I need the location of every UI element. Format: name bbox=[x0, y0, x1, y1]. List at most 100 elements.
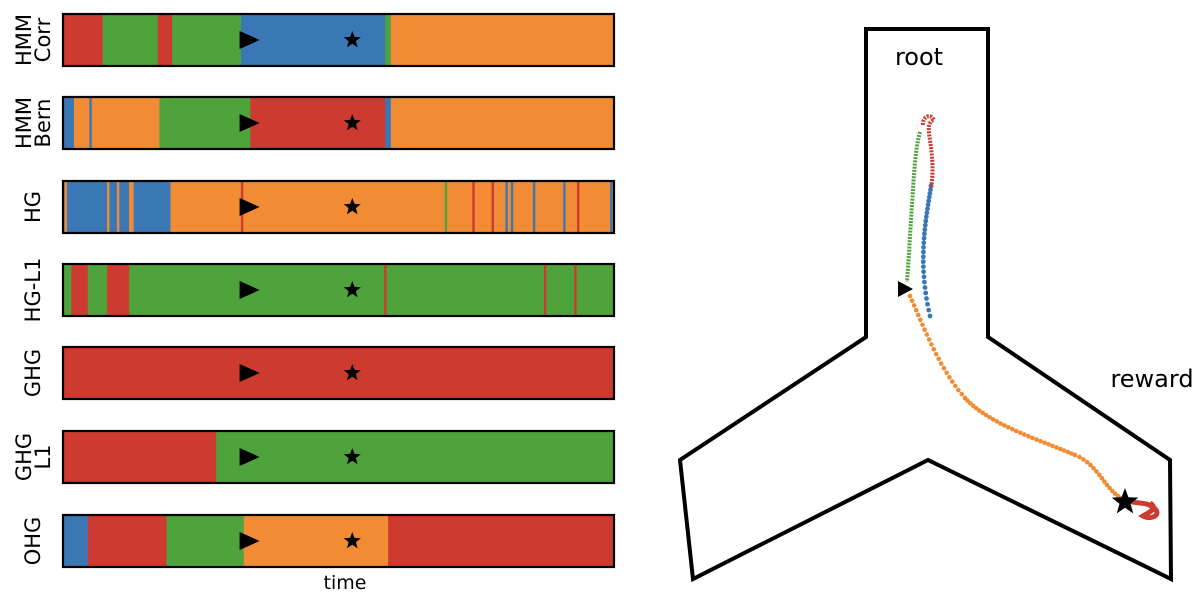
row-label: OHG bbox=[21, 517, 45, 566]
timeline-row-frame bbox=[61, 179, 616, 235]
triangle-marker bbox=[239, 198, 260, 216]
state-segment bbox=[390, 14, 615, 66]
trajectory-point bbox=[913, 307, 919, 313]
trajectory-point bbox=[926, 198, 932, 204]
trajectory-point bbox=[931, 347, 937, 352]
trajectory-point bbox=[918, 317, 923, 323]
state-tick bbox=[543, 264, 547, 316]
trajectory-point bbox=[922, 231, 927, 237]
trajectory-point bbox=[920, 259, 926, 265]
trajectory-blue-dots bbox=[920, 183, 934, 319]
star-marker bbox=[343, 364, 361, 381]
trajectory-point bbox=[1010, 426, 1015, 432]
time-axis-label: time bbox=[324, 572, 367, 594]
trajectory-point bbox=[1097, 472, 1102, 478]
triangle-marker bbox=[239, 364, 260, 382]
state-segment bbox=[157, 14, 173, 66]
reward-label: reward bbox=[1110, 365, 1193, 393]
row-label: Bern bbox=[31, 99, 55, 148]
state-segment bbox=[74, 97, 161, 149]
trajectory-point bbox=[1058, 446, 1063, 452]
state-tick bbox=[532, 181, 536, 233]
timeline-row: OHG bbox=[21, 513, 616, 569]
trajectory-point bbox=[950, 379, 955, 384]
trajectory-point bbox=[924, 332, 930, 337]
timeline-row: HG-L1 bbox=[21, 258, 616, 322]
trajectory-point bbox=[923, 290, 929, 296]
trajectory-point bbox=[1002, 423, 1007, 428]
state-segment bbox=[385, 14, 392, 66]
trajectory-point bbox=[921, 274, 927, 280]
trajectory-point bbox=[977, 408, 982, 413]
state-segment bbox=[166, 515, 245, 567]
state-tick bbox=[444, 181, 448, 233]
trajectory-point bbox=[941, 365, 947, 371]
root-label: root bbox=[895, 43, 943, 71]
trajectory-point bbox=[1042, 440, 1047, 446]
y-maze-panel: root reward bbox=[677, 27, 1194, 583]
trajectory-point bbox=[936, 356, 941, 362]
state-tick bbox=[472, 181, 475, 233]
timeline-row-frame bbox=[61, 12, 616, 68]
trajectory-point bbox=[1026, 433, 1031, 439]
trajectory-point bbox=[1102, 479, 1107, 484]
trajectory-point bbox=[959, 391, 964, 397]
trajectory-point bbox=[1115, 493, 1121, 499]
trajectory-point bbox=[953, 383, 958, 389]
row-label: Corr bbox=[31, 17, 55, 62]
trajectory-point bbox=[990, 417, 996, 422]
trajectory-point bbox=[924, 296, 929, 301]
trajectory-point bbox=[973, 405, 979, 411]
trajectory-point bbox=[1061, 448, 1067, 453]
trajectory-point bbox=[927, 313, 933, 319]
state-segment bbox=[170, 181, 615, 233]
trajectory-point bbox=[927, 191, 933, 196]
trajectory-point bbox=[921, 235, 927, 241]
trajectory-point bbox=[921, 244, 926, 250]
timeline-row-frame bbox=[61, 95, 616, 151]
row-label: HMM bbox=[12, 14, 36, 66]
trajectory-point bbox=[938, 361, 944, 366]
star-marker bbox=[343, 281, 361, 298]
trajectory-orange-dots bbox=[907, 293, 1128, 503]
trajectory-point bbox=[1072, 452, 1078, 458]
trajectory-red-path-reward bbox=[1124, 497, 1160, 521]
trajectory-point bbox=[1034, 437, 1039, 442]
row-label: L1 bbox=[31, 444, 55, 469]
state-segment bbox=[63, 264, 72, 316]
star-marker bbox=[343, 448, 361, 465]
trajectory-point bbox=[920, 254, 926, 260]
triangle-marker bbox=[239, 448, 260, 466]
state-tick bbox=[384, 264, 387, 316]
state-segment bbox=[63, 431, 217, 483]
start-triangle-marker bbox=[898, 281, 913, 297]
state-tick bbox=[116, 181, 120, 233]
trajectory-point bbox=[1050, 443, 1055, 449]
trajectory-point bbox=[911, 303, 917, 308]
trajectory-point bbox=[1065, 449, 1071, 455]
star-marker bbox=[343, 31, 361, 48]
trajectory-point bbox=[929, 342, 934, 347]
trajectory-point bbox=[928, 187, 933, 193]
state-tick bbox=[576, 181, 580, 233]
state-tick bbox=[64, 181, 67, 233]
state-segment bbox=[385, 97, 392, 149]
timeline-row-frame bbox=[61, 429, 616, 485]
row-label: GHG bbox=[12, 433, 36, 481]
star-marker bbox=[343, 198, 361, 215]
state-segment bbox=[63, 14, 104, 66]
trajectory-point bbox=[1069, 451, 1074, 456]
state-segment bbox=[243, 515, 389, 567]
state-tick bbox=[574, 264, 577, 316]
row-label: HMM bbox=[12, 97, 36, 149]
trajectory-point bbox=[980, 410, 985, 416]
trajectory-point bbox=[1038, 438, 1043, 444]
state-segment bbox=[71, 264, 89, 316]
state-segment bbox=[172, 14, 242, 66]
trajectory-point bbox=[926, 194, 932, 200]
trajectory-point bbox=[915, 312, 921, 318]
timeline-row-frame bbox=[61, 513, 616, 569]
row-label: HG bbox=[21, 191, 45, 223]
